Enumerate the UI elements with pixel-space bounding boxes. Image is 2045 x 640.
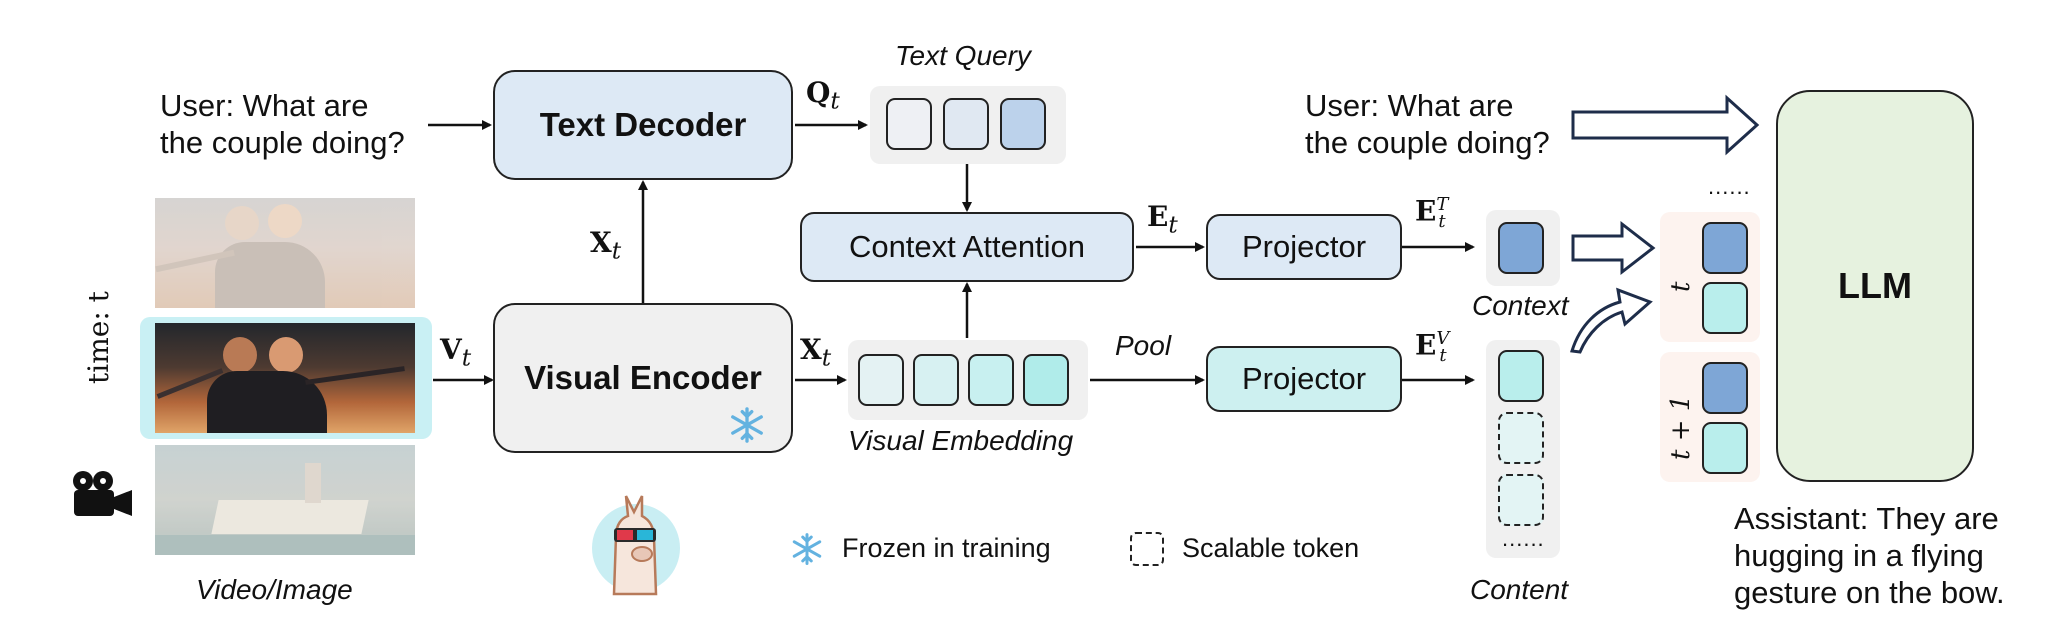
content-dots: ...... <box>1502 526 1545 551</box>
symbol-E_t-T: ETt <box>1415 194 1449 232</box>
visual-embedding-label: Visual Embedding <box>848 425 1074 456</box>
legend-frozen-label: Frozen in training <box>842 533 1051 563</box>
text-decoder-block: Text Decoder <box>493 70 793 180</box>
symbol-X_t-right: Xt <box>800 333 832 372</box>
stack-label-t: t <box>1666 281 1696 292</box>
content-label: Content <box>1470 574 1569 605</box>
snowflake-icon <box>792 533 822 565</box>
text-query-token <box>1000 98 1046 150</box>
symbol-X_t-up: Xt <box>590 226 622 265</box>
projector-top-label: Projector <box>1241 229 1367 264</box>
hollow-arrow-context-to-llm <box>1571 220 1656 276</box>
symbol-E_t: Et <box>1147 200 1178 239</box>
assistant-line2: hugging in a flying <box>1734 538 1984 573</box>
user-query-right-line1: User: What are <box>1305 88 1514 123</box>
video-image-label: Video/Image <box>196 574 353 605</box>
video-frame-previous <box>155 198 415 308</box>
assistant-line3: gesture on the bow. <box>1734 575 2005 610</box>
visual-embedding-token <box>968 354 1014 406</box>
pool-label: Pool <box>1115 330 1172 361</box>
text-query-token <box>943 98 989 150</box>
symbol-Q_t: Qt <box>806 76 840 115</box>
camera-icon <box>73 471 132 516</box>
legend-scalable-token-icon <box>1130 532 1164 566</box>
visual-embedding-token <box>858 354 904 406</box>
visual-embedding-token <box>1023 354 1069 406</box>
user-query-line1: User: What are <box>160 88 369 123</box>
context-token <box>1498 222 1544 274</box>
scalable-content-token <box>1498 412 1544 464</box>
context-attention-block: Context Attention <box>800 212 1134 282</box>
video-frame-current <box>155 323 415 433</box>
video-frame-next <box>155 445 415 555</box>
stack-label-t-plus-1: t + 1 <box>1666 394 1696 460</box>
visual-embedding-token <box>913 354 959 406</box>
llm-dots: ...... <box>1708 174 1751 199</box>
content-token <box>1498 350 1544 402</box>
symbol-E_t-V: EVt <box>1415 328 1450 366</box>
stack-t1-context-token <box>1702 362 1748 414</box>
context-attention-label: Context Attention <box>848 229 1086 264</box>
llama-icon <box>592 495 680 596</box>
text-query-token <box>886 98 932 150</box>
text-decoder-label: Text Decoder <box>539 106 747 143</box>
snowflake-icon <box>731 407 763 443</box>
projector-bottom-label: Projector <box>1241 361 1367 396</box>
symbol-V_t: Vt <box>440 333 472 372</box>
llm-label: LLM <box>1838 265 1912 306</box>
projector-top-block: Projector <box>1206 214 1402 280</box>
scalable-content-token <box>1498 474 1544 526</box>
user-query-line2: the couple doing? <box>160 125 405 160</box>
text-query-label: Text Query <box>895 40 1031 71</box>
hollow-arrow-query-to-llm <box>1571 94 1760 156</box>
user-query-right-line2: the couple doing? <box>1305 125 1550 160</box>
stack-t-content-token <box>1702 282 1748 334</box>
llm-block: LLM <box>1776 90 1974 482</box>
stack-t1-content-token <box>1702 422 1748 474</box>
stack-t-context-token <box>1702 222 1748 274</box>
assistant-line1: Assistant: They are <box>1734 501 1999 536</box>
visual-encoder-label: Visual Encoder <box>524 359 762 396</box>
context-label: Context <box>1472 290 1569 321</box>
time-label: time: t <box>82 291 115 384</box>
hollow-curved-arrow-content-to-llm <box>1570 287 1653 354</box>
projector-bottom-block: Projector <box>1206 346 1402 412</box>
legend-scalable-label: Scalable token <box>1182 533 1360 563</box>
